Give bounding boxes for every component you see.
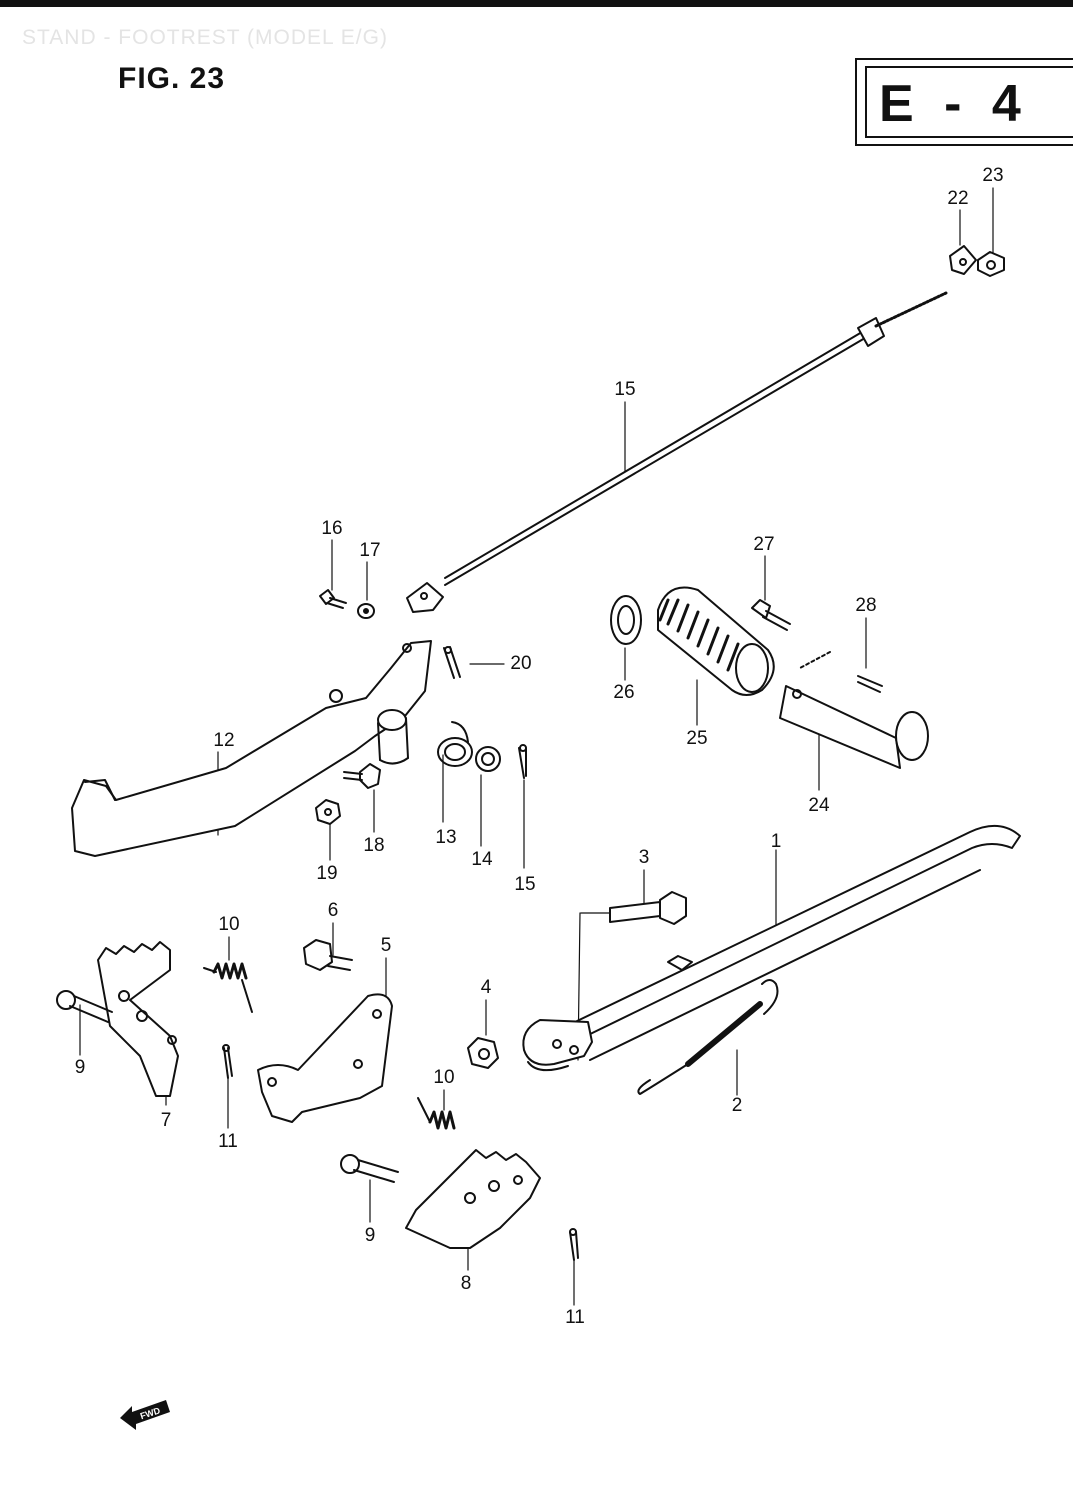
- part-19-bolt: [319, 589, 347, 609]
- part-26-washer: [610, 595, 642, 645]
- faint-title: STAND - FOOTREST (MODEL E/G): [22, 26, 388, 49]
- callout-12: 12: [213, 730, 235, 751]
- part-13-return-spring: [437, 721, 473, 767]
- callout-11-right: 11: [565, 1307, 585, 1328]
- part-3-pivot-bolt: [609, 891, 687, 925]
- part-10-spring-upper: [203, 962, 253, 1013]
- callout-27: 27: [753, 534, 775, 555]
- leader-lines: [79, 187, 994, 1306]
- part-25-rubber-grip: [657, 586, 775, 696]
- callout-14: 14: [471, 849, 493, 870]
- callout-28: 28: [855, 595, 877, 616]
- callout-8: 8: [460, 1273, 472, 1294]
- callout-21: 20: [510, 653, 532, 674]
- part-28-cotter-pin: [857, 675, 883, 693]
- part-24-footpeg: [779, 651, 929, 769]
- callout-18: 15: [614, 379, 636, 400]
- part-11-cotter-right: [569, 1228, 579, 1261]
- callout-4: 4: [480, 977, 492, 998]
- part-17-nut: [315, 799, 341, 825]
- part-12-brake-pedal: [71, 640, 432, 857]
- callout-15: 15: [514, 874, 536, 895]
- part-4-nut: [467, 1037, 499, 1069]
- part-2-stand-spring: [637, 979, 779, 1095]
- part-14-washer: [475, 746, 501, 772]
- callout-11-left: 11: [218, 1131, 238, 1152]
- top-border-line: [0, 0, 1073, 7]
- callout-17: 19: [316, 863, 338, 884]
- fwd-arrow-icon: FWD: [118, 1396, 174, 1435]
- callout-3: 3: [638, 847, 650, 868]
- section-box-outer: [855, 58, 1073, 146]
- callout-22: 22: [947, 188, 969, 209]
- callout-2: 2: [731, 1095, 743, 1116]
- part-15-cotter-pin: [518, 744, 527, 779]
- part-18-cable: [406, 291, 948, 613]
- callout-7: 7: [160, 1110, 172, 1131]
- callout-19: 16: [321, 518, 343, 539]
- part-11-cotter-left: [222, 1044, 233, 1079]
- callout-10-lower: 10: [433, 1067, 455, 1088]
- part-21-cotter-pin: [443, 646, 461, 679]
- callout-9-left: 9: [74, 1057, 86, 1078]
- figure-label: FIG. 23: [118, 62, 226, 95]
- callout-1: 1: [770, 831, 782, 852]
- callout-16: 18: [363, 835, 385, 856]
- part-1-side-stand: [522, 825, 1021, 1072]
- part-16-bolt: [343, 763, 381, 789]
- part-27-pin: [751, 599, 791, 631]
- part-22-adjuster-nut: [949, 245, 977, 275]
- part-8-footrest: [405, 1149, 541, 1249]
- callout-24: 24: [808, 795, 830, 816]
- callout-25: 25: [686, 728, 708, 749]
- section-code: E - 4: [865, 66, 1073, 138]
- part-5-bracket: [257, 993, 393, 1123]
- callout-13: 13: [435, 827, 457, 848]
- callout-9-right: 9: [364, 1225, 376, 1246]
- part-9-pin-left: [56, 990, 113, 1023]
- part-10-spring-lower: [417, 1097, 456, 1130]
- part-6-bolt: [303, 939, 353, 971]
- callout-10-upper: 10: [218, 914, 240, 935]
- part-9-pin-right: [340, 1154, 399, 1183]
- callout-26: 26: [613, 682, 635, 703]
- callout-5: 5: [380, 935, 392, 956]
- part-7-footrest: [97, 941, 179, 1097]
- callout-6: 6: [327, 900, 339, 921]
- callout-20: 17: [359, 540, 381, 561]
- part-23-nut: [977, 251, 1005, 277]
- callout-23: 23: [982, 165, 1004, 186]
- part-20-washer: [357, 603, 375, 619]
